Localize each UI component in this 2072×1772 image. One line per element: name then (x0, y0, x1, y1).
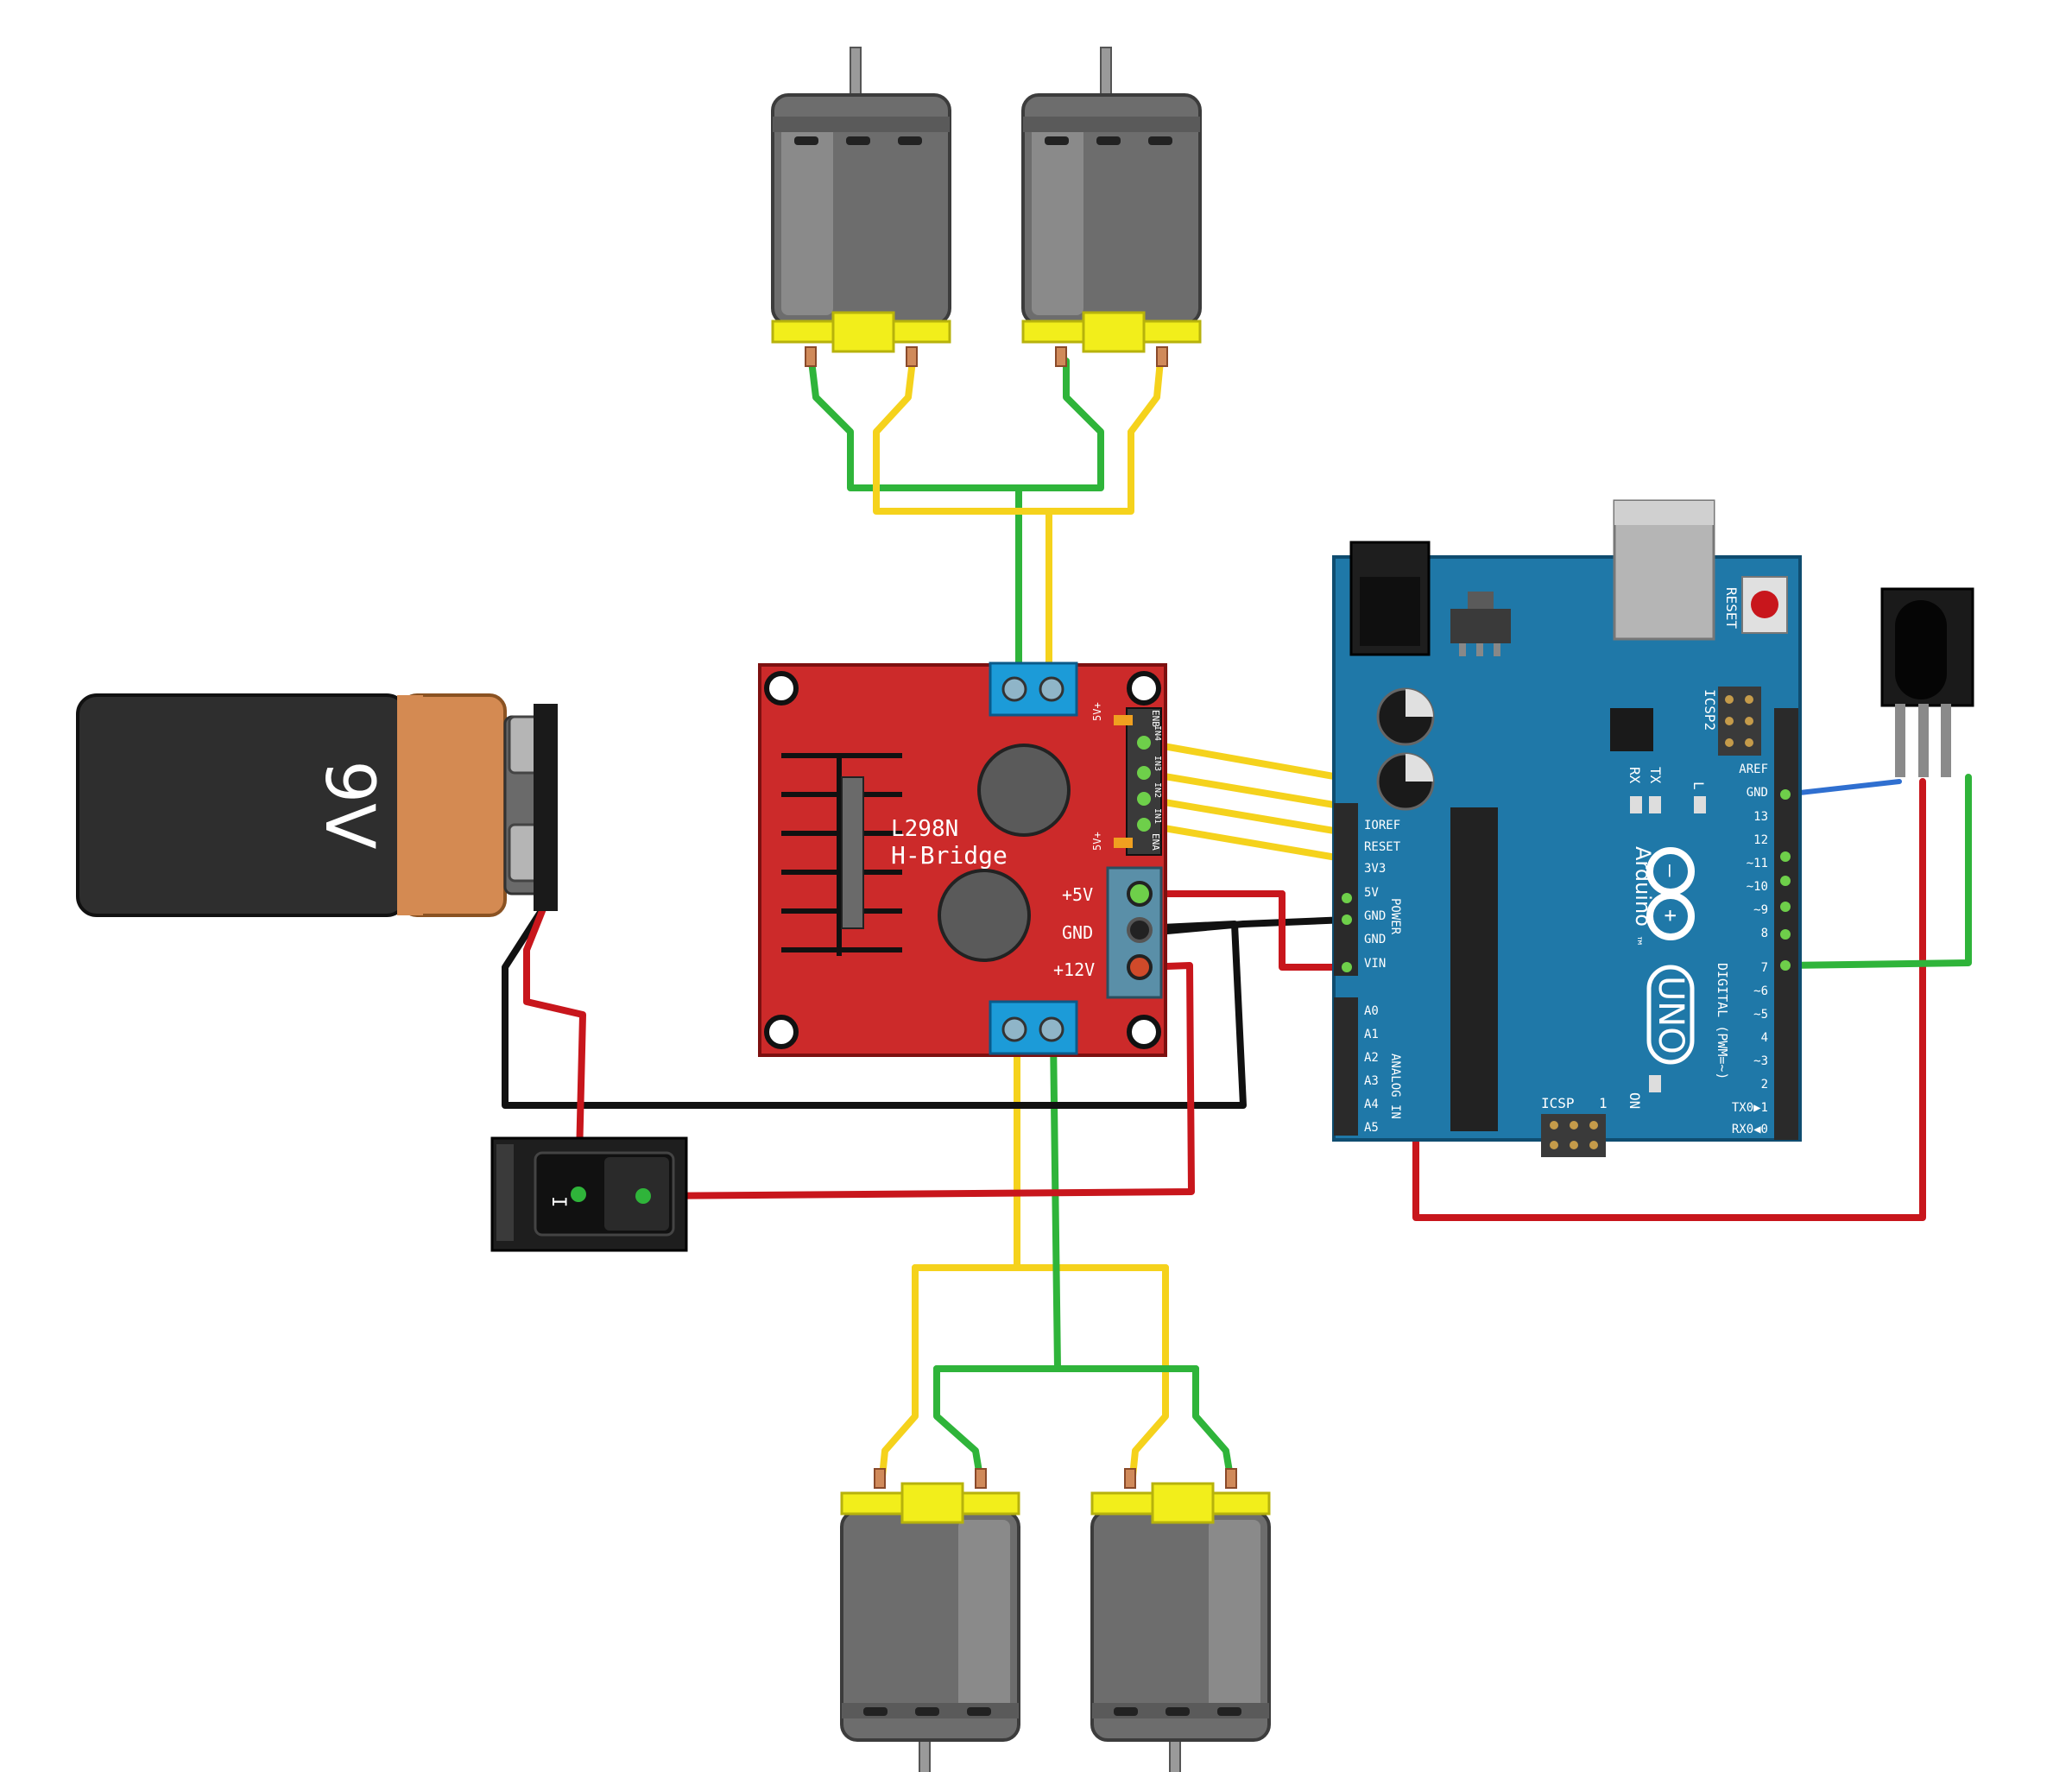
d4-label: 4 (1761, 1031, 1768, 1045)
a0-label: A0 (1364, 1004, 1379, 1018)
capacitor-bottom (938, 869, 1031, 962)
wire-battery-red (523, 903, 586, 1195)
tag-in2: IN2 (1153, 782, 1162, 798)
uno-label: UNO (1651, 976, 1690, 1054)
a3-label: A3 (1364, 1074, 1379, 1088)
tag-5v-top: 5V+ (1091, 702, 1103, 721)
motor-bottom-right (1090, 1467, 1271, 1772)
ir-receiver (1880, 587, 1974, 777)
icsp2-label: ICSP2 (1702, 689, 1718, 731)
heatsink (781, 753, 902, 956)
reset-label: RESET (1723, 587, 1740, 630)
d5-label: ~5 (1753, 1008, 1768, 1022)
a4-label: A4 (1364, 1098, 1379, 1111)
wire-5v-red (1140, 890, 1350, 971)
pin-label-gnd: GND (1062, 922, 1093, 943)
l-label: L (1690, 782, 1707, 790)
icsp-one-label: 1 (1599, 1095, 1608, 1111)
hbridge-title: L298N (891, 816, 958, 842)
arduino-tm: ™ (1628, 936, 1645, 946)
tx-label: TX (1647, 767, 1664, 784)
arduino-logo: – + (1646, 847, 1695, 940)
analog-header[interactable] (1334, 997, 1358, 1136)
d9-label: ~9 (1753, 903, 1768, 917)
pin-label-12v: +12V (1053, 959, 1095, 980)
d12-label: 12 (1753, 833, 1768, 847)
wire-bottom-yellow-left (879, 1264, 919, 1480)
d2-label: 2 (1761, 1078, 1768, 1092)
icsp-label: ICSP (1541, 1095, 1575, 1111)
d13-label: 13 (1753, 810, 1768, 824)
wire-ir-gnd (1782, 779, 1902, 797)
wire-bottom-green-right (1192, 1365, 1234, 1480)
battery-9v: 9V (76, 693, 558, 917)
d3-label: ~3 (1753, 1054, 1768, 1068)
a1-label: A1 (1364, 1028, 1379, 1041)
pgnd2-label: GND (1364, 933, 1386, 946)
d10-label: ~10 (1747, 880, 1768, 894)
d0-label: RX0◀0 (1732, 1123, 1768, 1136)
switch-mark: I (547, 1196, 569, 1207)
gnd-label: GND (1747, 786, 1768, 800)
digital-label: DIGITAL (PWM=~) (1715, 963, 1730, 1079)
wire-ir-signal (1781, 774, 1972, 969)
reset-pin-label: RESET (1364, 840, 1401, 854)
p5v-label: 5V (1364, 886, 1379, 900)
v33-label: 3V3 (1364, 862, 1386, 876)
digital-header[interactable] (1774, 708, 1798, 1140)
wire-bottom-green-left (933, 1365, 983, 1480)
d7-label: 7 (1761, 961, 1768, 975)
a5-label: A5 (1364, 1121, 1379, 1135)
hbridge-board: L298N H-Bridge +5V GND +12V 5V+ 5V+ ENB … (758, 661, 1167, 1057)
capacitor-top (977, 744, 1071, 837)
power-header[interactable] (1334, 803, 1358, 976)
svg-text:+: + (1658, 909, 1683, 921)
arduino-uno: RESET ICSP2 TX RX L – + Arduino ™ UNO ON (1332, 499, 1802, 1157)
pin-label-5v: +5V (1062, 884, 1093, 905)
analog-label: ANALOG IN (1388, 1054, 1402, 1119)
pgnd1-label: GND (1364, 909, 1386, 923)
tag-in4: IN4 (1153, 725, 1162, 741)
on-label: ON (1627, 1092, 1643, 1109)
motor-top-right (1021, 46, 1202, 368)
ioref-label: IOREF (1364, 819, 1400, 832)
icsp2-header[interactable] (1718, 687, 1761, 756)
tag-enb: ENB (1150, 710, 1161, 727)
rocker-switch[interactable]: I (490, 1136, 688, 1252)
icsp-header[interactable] (1541, 1114, 1606, 1157)
arduino-brand: Arduino (1631, 846, 1655, 927)
a2-label: A2 (1364, 1051, 1379, 1065)
wire-bottom-green-main (1050, 1033, 1061, 1372)
d8-label: 8 (1761, 927, 1768, 940)
battery-label: 9V (310, 761, 388, 850)
svg-text:–: – (1658, 864, 1683, 877)
tag-5v-bottom: 5V+ (1091, 832, 1103, 851)
d1-label: TX0▶1 (1732, 1101, 1768, 1115)
tag-in3: IN3 (1153, 756, 1162, 771)
d6-label: ~6 (1753, 984, 1768, 998)
wire-bottom-yellow-right (1129, 1264, 1169, 1480)
motor-top-left (771, 46, 951, 368)
rx-label: RX (1627, 767, 1643, 784)
hbridge-subtitle: H-Bridge (891, 841, 1008, 870)
tag-ena: ENA (1150, 833, 1161, 851)
tag-in1: IN1 (1153, 808, 1162, 824)
motor-bottom-left (840, 1467, 1020, 1772)
aref-label: AREF (1739, 763, 1768, 776)
d11-label: ~11 (1747, 857, 1768, 870)
vin-label: VIN (1364, 957, 1386, 971)
wire-top-green (808, 358, 1104, 491)
power-label: POWER (1388, 898, 1402, 935)
